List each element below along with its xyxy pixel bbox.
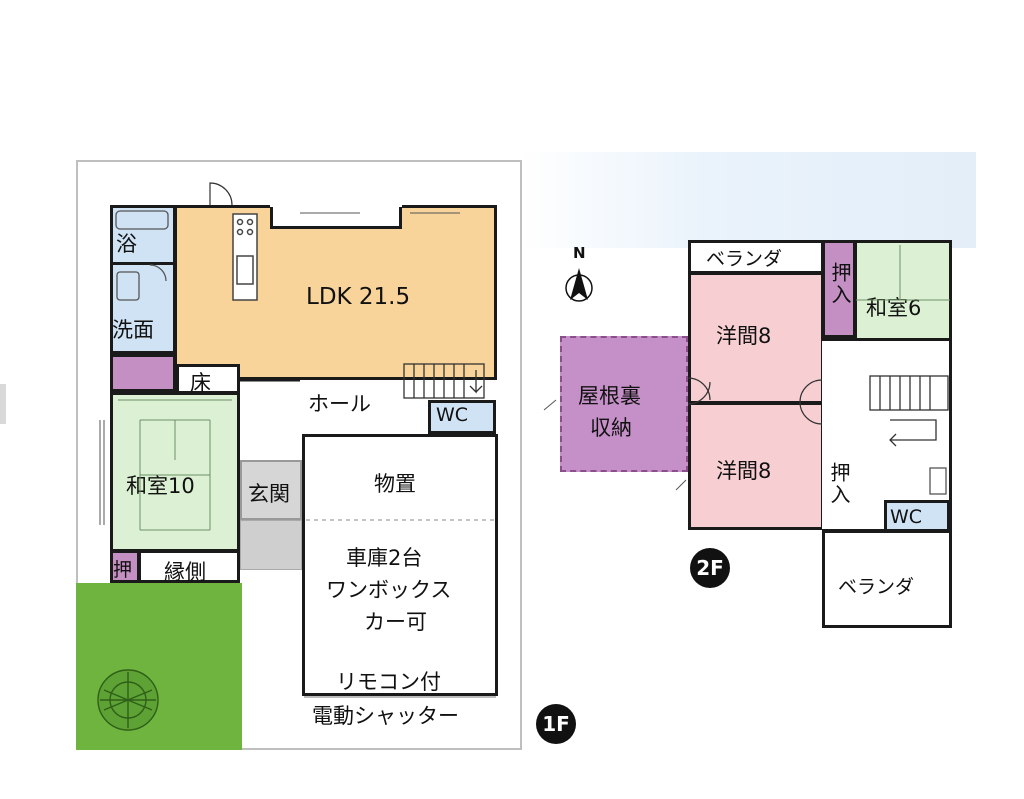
- lot-boundary-1f: [76, 160, 522, 750]
- label-remote-line2: 電動シャッター: [312, 704, 459, 728]
- room-ldk-notch-cover: [270, 201, 402, 207]
- label-garage-line2: ワンボックス: [326, 578, 452, 602]
- tatami-pattern-2f: [856, 245, 950, 301]
- label-youma-top: 洋間8: [716, 324, 772, 348]
- stairs-2f: [869, 375, 949, 447]
- kitchen-counter: [232, 213, 258, 301]
- label-genkan: 玄関: [248, 482, 290, 506]
- label-wc-1f: WC: [436, 404, 469, 426]
- room-veranda-bottom: [822, 530, 952, 628]
- room-engawa: [138, 550, 240, 583]
- label-veranda-bottom: ベランダ: [838, 576, 915, 598]
- label-washroom: 洗面: [112, 318, 154, 342]
- room-veranda-top: [688, 240, 824, 274]
- stairs-1f: [403, 363, 485, 399]
- room-wc-1f: [428, 400, 496, 434]
- room-genkan-step: [240, 520, 302, 570]
- label-engawa: 縁側: [164, 560, 206, 584]
- tree-icon: [97, 669, 159, 731]
- garden: [76, 583, 242, 750]
- room-oshiire-bottom: [110, 550, 140, 583]
- label-oshiire-bottom-2f: 押入: [827, 462, 851, 506]
- washbasin-2f: [929, 467, 947, 495]
- label-bath: 浴: [116, 232, 137, 256]
- label-youma-bottom: 洋間8: [716, 459, 772, 483]
- label-veranda-top: ベランダ: [706, 248, 783, 270]
- sky-gradient-band: [520, 152, 976, 248]
- door-swings-2f: [687, 377, 823, 425]
- label-garage-line3: カー可: [364, 610, 427, 634]
- label-alcove: 床: [190, 371, 211, 395]
- edge-artifact: [0, 384, 6, 424]
- compass-label: N: [573, 244, 586, 262]
- floor-badge-1f: 1F: [536, 704, 576, 744]
- label-washitsu-1f: 和室10: [126, 474, 195, 498]
- label-hall: ホール: [308, 392, 371, 416]
- room-ldk-notch: [270, 205, 402, 229]
- attic-access-marks: [543, 399, 687, 491]
- room-oshiire-top: [110, 354, 176, 392]
- window-washitsu-1f: [99, 420, 105, 525]
- floor-badge-2f: 2F: [690, 548, 730, 588]
- label-remote-line1: リモコン付: [336, 670, 441, 694]
- label-attic-line1: 屋根裏: [578, 384, 641, 408]
- room-genkan: [240, 460, 302, 520]
- bath-fixtures: [115, 210, 169, 301]
- tatami-pattern-1f: [118, 399, 232, 531]
- label-wc-2f: WC: [890, 506, 923, 528]
- room-washroom: [110, 262, 176, 354]
- label-storage: 物置: [374, 472, 416, 496]
- label-oshiire-1f: 押: [113, 559, 133, 581]
- door-swing-1f-top: [209, 182, 233, 206]
- floor-badge-2f-text: 2F: [696, 556, 724, 580]
- room-ldk: [174, 205, 497, 380]
- floor-badge-1f-text: 1F: [542, 712, 570, 736]
- compass-icon: [565, 268, 593, 302]
- room-attic: [560, 336, 688, 472]
- label-garage-line1: 車庫2台: [346, 546, 423, 570]
- room-hall-2f: [822, 338, 952, 532]
- label-attic-line2: 収納: [590, 416, 632, 440]
- room-garage: [302, 434, 498, 696]
- room-washitsu-1f: [110, 392, 240, 552]
- label-oshiire-top-2f: 押入: [828, 262, 852, 306]
- label-ldk: LDK 21.5: [306, 284, 411, 310]
